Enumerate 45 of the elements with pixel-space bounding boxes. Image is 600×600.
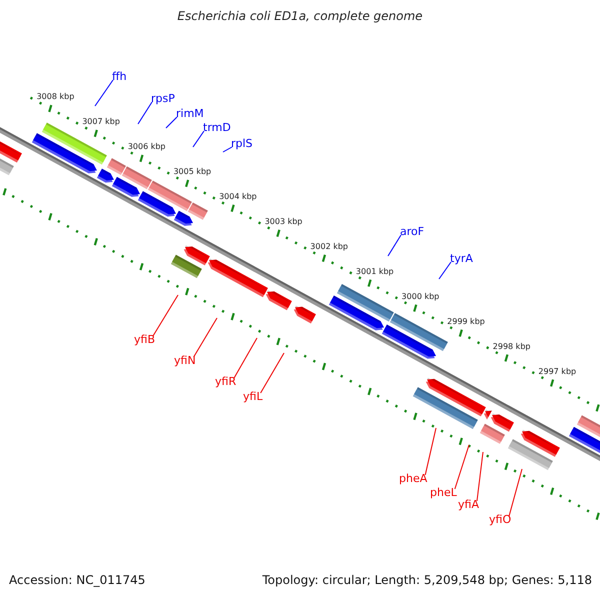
gene-label: ffh — [112, 70, 127, 83]
scale-label: 3005 kbp — [173, 166, 212, 178]
gene-label: tyrA — [450, 252, 473, 265]
leader-line — [222, 146, 232, 152]
leader-line — [454, 444, 470, 490]
gene-label: yfiB — [134, 333, 155, 346]
scale-label: 2997 kbp — [538, 366, 576, 378]
accession-text: Accession: NC_011745 — [9, 574, 146, 587]
leader-line — [388, 234, 402, 256]
scale-label: 3002 kbp — [310, 240, 348, 253]
gene-label: yfiO — [489, 513, 512, 526]
leader-line — [424, 428, 436, 476]
scale-label: 3000 kbp — [402, 290, 440, 303]
gene-label: yfiL — [243, 390, 263, 403]
scale-label: 3006 kbp — [128, 141, 166, 154]
leader-line — [166, 116, 178, 128]
gene-label: pheA — [399, 472, 428, 485]
leader-line — [476, 452, 484, 502]
leader-line — [138, 102, 152, 124]
gene-label: yfiR — [215, 375, 236, 388]
leader-line — [94, 80, 114, 106]
scale-label: 3008 kbp — [36, 91, 74, 104]
gene-label: aroF — [400, 225, 424, 238]
gene-label: rplS — [231, 137, 253, 150]
scale-label: 3004 kbp — [219, 190, 257, 203]
gene-label: rpsP — [151, 92, 175, 105]
gene-label: yfiA — [458, 498, 479, 511]
scale-label: 2999 kbp — [447, 316, 485, 328]
leader-line — [192, 130, 204, 148]
leader-line — [438, 262, 452, 280]
scale-label: 3003 kbp — [264, 216, 302, 228]
leader-line — [152, 294, 178, 336]
leader-line — [193, 318, 218, 358]
scale-label: 2998 kbp — [492, 340, 530, 353]
scale-label: 3001 kbp — [356, 266, 394, 278]
scale-label: 3007 kbp — [82, 116, 120, 128]
gene-label: pheL — [430, 486, 457, 499]
genome-info-text: Topology: circular; Length: 5,209,548 bp; Genes: 5,118 — [262, 574, 592, 587]
gene-label: rimM — [176, 107, 204, 120]
leader-line — [260, 352, 284, 394]
gene-label: trmD — [203, 121, 231, 134]
gene-label: yfiN — [174, 354, 196, 367]
title: Escherichia coli ED1a, complete genome — [176, 10, 424, 23]
leader-line — [234, 338, 258, 378]
leader-line — [508, 468, 522, 516]
